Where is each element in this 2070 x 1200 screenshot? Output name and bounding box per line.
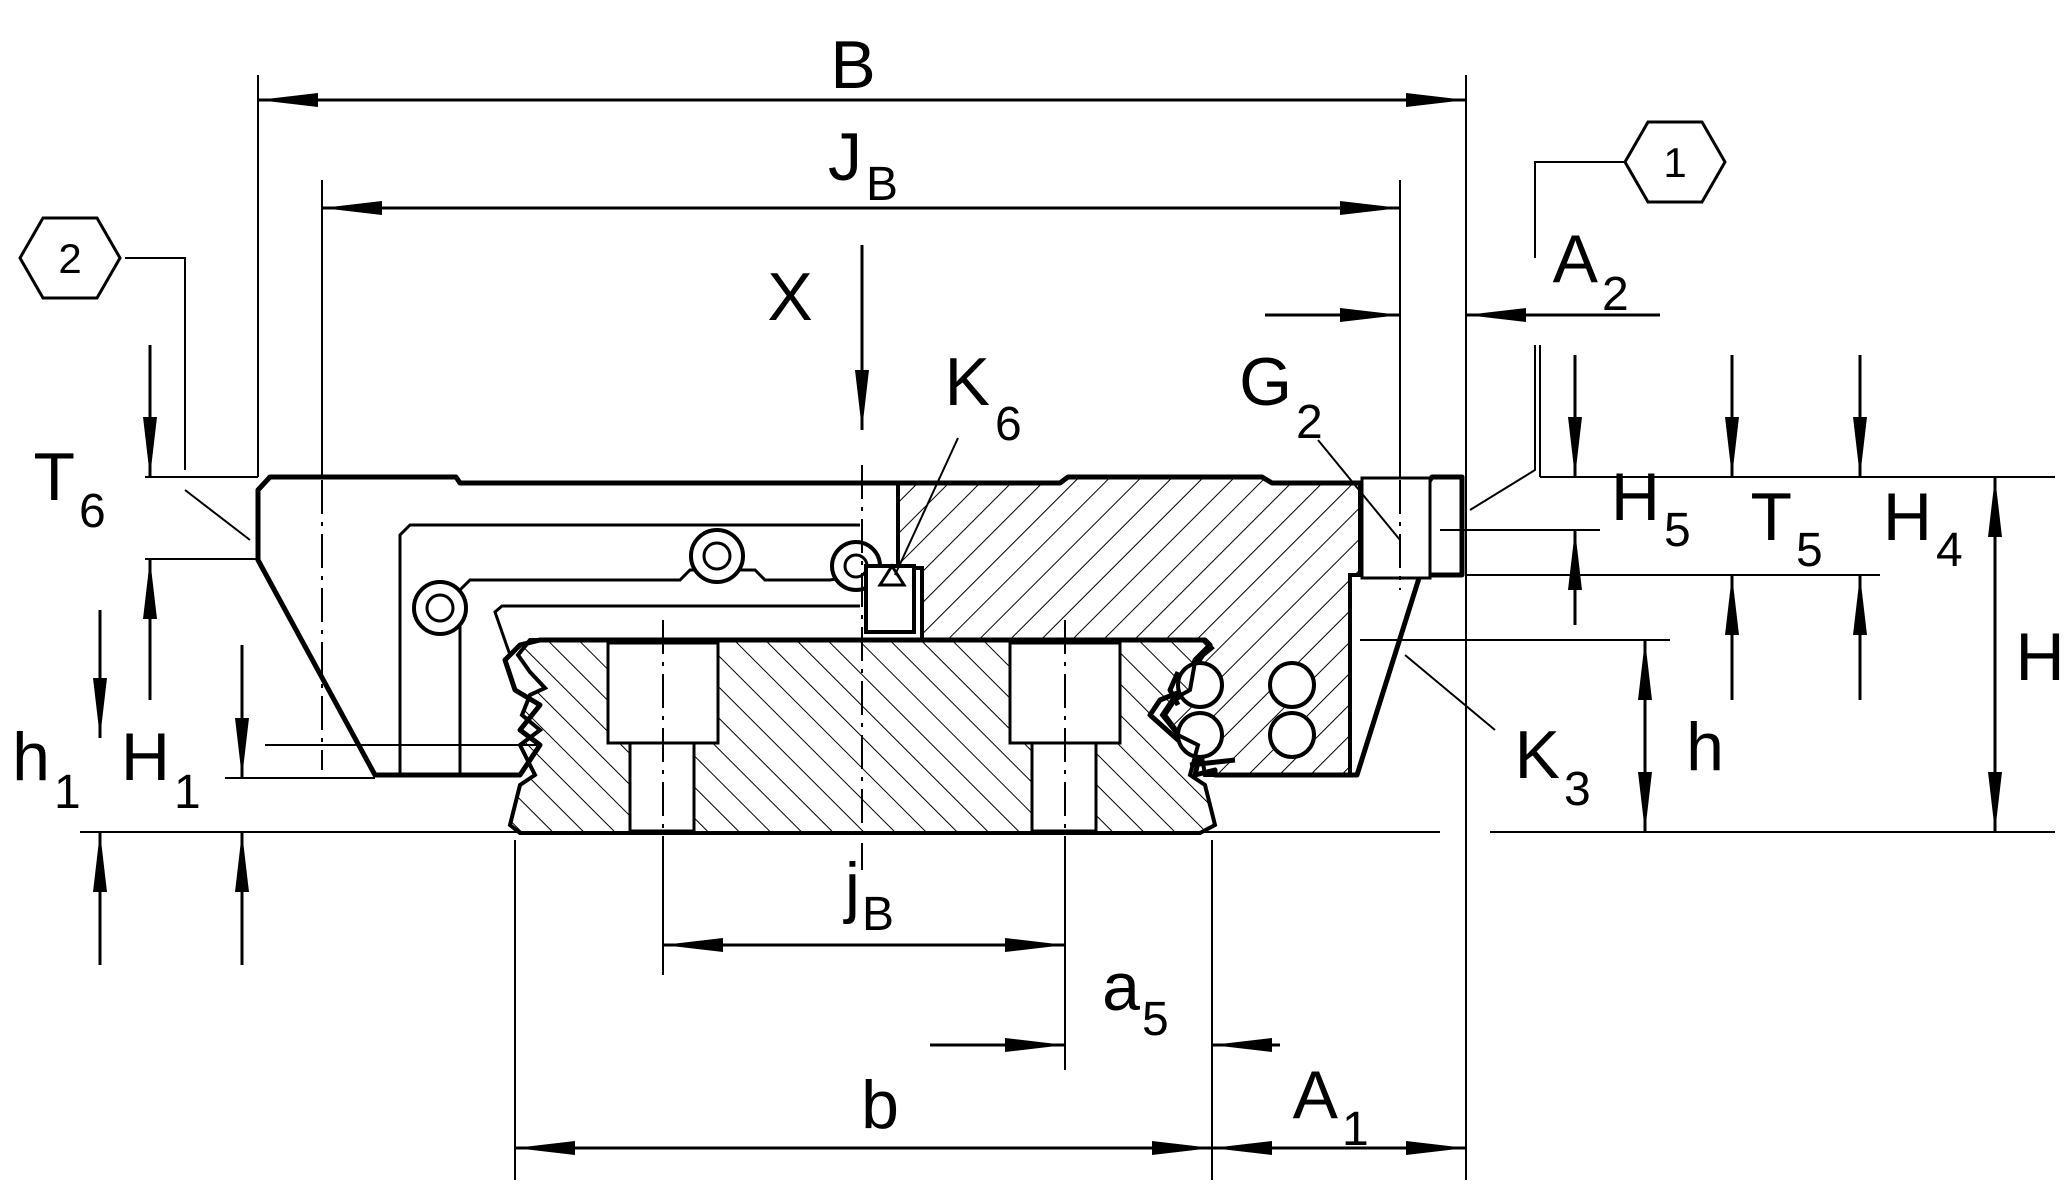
- label-H4: H 4: [1883, 479, 1963, 577]
- text-labels-a5-sub: 5: [1142, 993, 1169, 1046]
- text-labels-h1: h: [12, 719, 50, 795]
- text-labels-H1: H: [121, 719, 170, 795]
- text-labels-K3-sub: 3: [1564, 763, 1591, 816]
- text-labels-T6: T: [33, 439, 75, 515]
- text-labels-H1-sub: 1: [174, 766, 201, 819]
- text-labels-G2-sub: 2: [1296, 396, 1323, 449]
- label-T6: T 6: [33, 439, 105, 538]
- label-h: h: [1686, 709, 1724, 785]
- text-labels-JB: J: [828, 119, 862, 195]
- callout-1: 1: [1623, 120, 1727, 204]
- text-labels-A1: A: [1293, 1057, 1339, 1133]
- text-labels-K6: K: [945, 344, 990, 420]
- label-H: H: [2015, 619, 2064, 695]
- label-A1: A 1: [1293, 1057, 1369, 1156]
- label-h1: h 1: [12, 719, 81, 819]
- text-labels-H5: H: [1611, 459, 1660, 535]
- text-labels-jB-sub: B: [862, 888, 894, 941]
- text-labels-A1-sub: 1: [1342, 1103, 1369, 1156]
- label-K3: K 3: [1515, 717, 1591, 816]
- text-labels-T5: T: [1750, 479, 1792, 555]
- label-H1: H 1: [121, 719, 201, 819]
- text-labels-K6-sub: 6: [995, 398, 1022, 451]
- text-labels-jB: j: [843, 849, 860, 925]
- label-T5: T 5: [1750, 479, 1822, 577]
- text-labels-H5-sub: 5: [1664, 504, 1691, 557]
- lube-nipple-left: [412, 580, 468, 636]
- text-labels-T5-sub: 5: [1796, 524, 1823, 577]
- label-b: b: [861, 1067, 899, 1143]
- text-labels-G2: G: [1239, 344, 1292, 420]
- text-labels-K3: K: [1515, 717, 1560, 793]
- text-labels-H4: H: [1883, 479, 1932, 555]
- label-jB: j B: [843, 849, 894, 941]
- label-A2: A 2: [1553, 221, 1629, 321]
- callout-2-number: 2: [58, 235, 81, 282]
- text-labels-h1-sub: 1: [54, 766, 81, 819]
- centerlines: [321, 465, 1401, 870]
- reference-pin: [864, 564, 916, 634]
- label-JB: J B: [828, 119, 898, 211]
- dimension-lines: [93, 93, 2002, 1155]
- callout-1-number: 1: [1663, 139, 1686, 186]
- text-labels-T6-sub: 6: [79, 485, 106, 538]
- leader-lines: [125, 161, 1625, 731]
- g2-tapped-hole: [1360, 476, 1432, 580]
- label-K6: K 6: [945, 344, 1022, 451]
- callout-2: 2: [18, 216, 122, 300]
- text-labels-a5: a: [1102, 949, 1140, 1025]
- label-B: B: [830, 27, 875, 103]
- lube-nipple-center: [689, 528, 745, 584]
- label-G2: G 2: [1239, 344, 1323, 449]
- text-labels-JB-sub: B: [866, 158, 898, 211]
- text-labels-A2: A: [1553, 221, 1599, 297]
- text-labels-A2-sub: 2: [1602, 268, 1629, 321]
- label-a5: a 5: [1102, 949, 1169, 1046]
- label-X: X: [767, 259, 812, 335]
- text-labels-H4-sub: 4: [1936, 524, 1963, 577]
- label-H5: H 5: [1611, 459, 1691, 557]
